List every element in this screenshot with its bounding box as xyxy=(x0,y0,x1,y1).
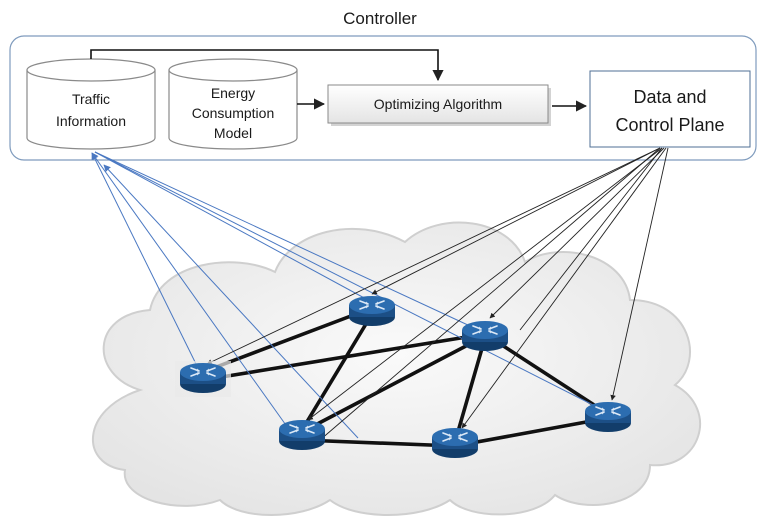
router-icon xyxy=(461,320,509,352)
link xyxy=(453,337,487,443)
router-icon xyxy=(584,401,632,433)
router-left xyxy=(175,361,231,397)
network-links xyxy=(202,306,609,448)
energy-model-label-3: Model xyxy=(214,125,252,141)
router-right-center xyxy=(461,320,509,352)
controller-title: Controller xyxy=(343,9,417,28)
control-line xyxy=(307,147,663,421)
traffic-information-label-2: Information xyxy=(56,113,126,129)
router-far-right xyxy=(584,401,632,433)
router-bottom-left xyxy=(278,419,326,451)
traffic-information-db: Traffic Information xyxy=(26,58,156,150)
link xyxy=(301,334,486,434)
router-icon xyxy=(431,427,479,459)
telemetry-line xyxy=(91,152,289,429)
optimizing-algorithm-box: Optimizing Algorithm xyxy=(327,84,551,126)
control-line xyxy=(371,147,661,295)
link xyxy=(487,334,609,416)
network-cloud xyxy=(91,221,702,516)
router-top xyxy=(348,295,396,327)
control-line xyxy=(319,147,661,441)
telemetry-line xyxy=(91,152,199,369)
link xyxy=(202,306,373,374)
telemetry-line xyxy=(94,151,596,407)
link xyxy=(300,313,374,431)
router-icon xyxy=(179,362,227,394)
data-control-plane-label-1: Data and xyxy=(633,87,706,107)
controller-box xyxy=(9,35,757,161)
control-line xyxy=(206,147,661,365)
control-line xyxy=(461,147,667,429)
controller-arrows xyxy=(90,49,588,112)
energy-model-label-2: Consumption xyxy=(192,105,275,121)
telemetry-line xyxy=(94,151,369,301)
router-icon xyxy=(348,295,396,327)
telemetry-lines xyxy=(91,151,596,439)
routers xyxy=(175,295,632,459)
energy-model-db: Energy Consumption Model xyxy=(168,58,298,150)
control-line xyxy=(489,147,665,319)
router-bottom-center xyxy=(431,427,479,459)
link xyxy=(454,416,609,448)
optimizing-algorithm-label: Optimizing Algorithm xyxy=(374,96,502,112)
data-control-plane-box: Data and Control Plane xyxy=(589,70,751,148)
router-icon xyxy=(278,419,326,451)
control-line xyxy=(610,147,669,401)
telemetry-line xyxy=(103,164,359,439)
control-lines xyxy=(206,147,669,441)
control-line xyxy=(519,147,663,331)
energy-model-label-1: Energy xyxy=(211,85,255,101)
telemetry-line xyxy=(94,151,471,327)
link xyxy=(301,438,456,448)
data-control-plane-label-2: Control Plane xyxy=(615,115,724,135)
feedback-arrow xyxy=(90,49,444,82)
traffic-information-label-1: Traffic xyxy=(72,91,110,107)
